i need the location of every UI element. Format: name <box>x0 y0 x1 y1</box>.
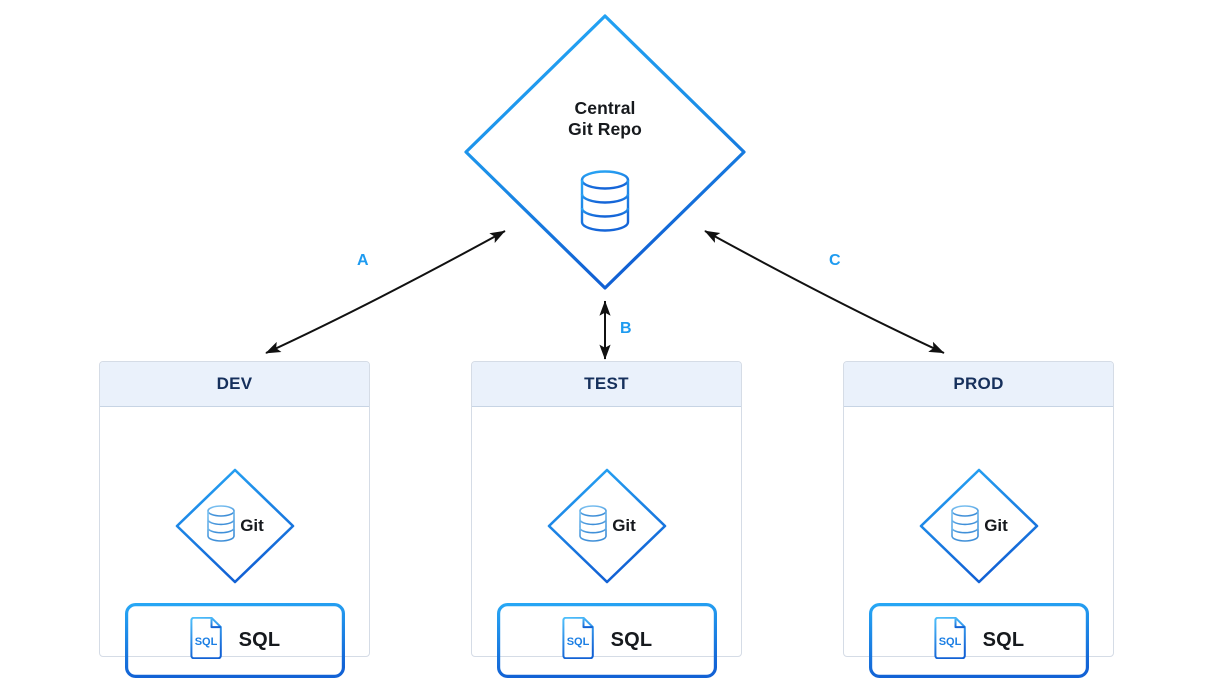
git-node-content-dev: Git <box>174 467 296 585</box>
database-cylinder-icon <box>577 504 609 549</box>
sql-label-prod: SQL <box>982 629 1025 651</box>
central-node-label-line1: Central <box>574 98 636 118</box>
environment-header-prod: PROD <box>844 362 1113 407</box>
environment-panel-dev[interactable]: DEV <box>99 361 370 679</box>
git-node-prod[interactable]: Git <box>918 467 1040 585</box>
database-cylinder-icon <box>577 168 633 239</box>
git-node-content-prod: Git <box>918 467 1040 585</box>
svg-text:SQL: SQL <box>566 636 589 648</box>
git-diamond-shape <box>547 468 666 584</box>
database-cylinder-icon <box>205 504 237 549</box>
environment-panel-test[interactable]: TEST <box>471 361 742 679</box>
sql-label-dev: SQL <box>238 629 281 651</box>
environment-body-prod: Git <box>844 407 1113 679</box>
git-node-test[interactable]: Git <box>546 467 668 585</box>
central-git-repo-node[interactable]: Central Git Repo <box>462 12 748 292</box>
sql-node-content-test: SQL SQL <box>497 603 717 678</box>
environment-title-test: TEST <box>584 374 629 393</box>
central-diamond-shape <box>464 14 746 290</box>
sql-file-icon: SQL <box>561 616 595 664</box>
sql-file-icon: SQL <box>189 616 223 664</box>
git-label-dev: Git <box>240 516 264 535</box>
connector-label-c: C <box>829 252 841 269</box>
environment-header-dev: DEV <box>100 362 369 407</box>
sql-node-dev[interactable]: SQL SQL <box>124 603 345 679</box>
environment-body-dev: Git <box>100 407 369 679</box>
sql-node-prod[interactable]: SQL SQL <box>868 603 1089 679</box>
sql-node-content-dev: SQL SQL <box>125 603 345 678</box>
environment-header-test: TEST <box>472 362 741 407</box>
sql-file-icon: SQL <box>933 616 967 664</box>
git-diamond-shape <box>175 468 294 584</box>
git-node-content-test: Git <box>546 467 668 585</box>
connector-label-a: A <box>357 252 369 269</box>
git-label-prod: Git <box>984 516 1008 535</box>
central-node-label-line2: Git Repo <box>568 119 642 139</box>
git-node-dev[interactable]: Git <box>174 467 296 585</box>
sql-label-test: SQL <box>610 629 653 651</box>
sql-node-content-prod: SQL SQL <box>869 603 1089 678</box>
database-cylinder-icon <box>949 504 981 549</box>
connector-label-b: B <box>620 320 632 337</box>
environment-title-dev: DEV <box>216 374 253 393</box>
git-label-test: Git <box>612 516 636 535</box>
environment-title-prod: PROD <box>953 374 1004 393</box>
git-diamond-shape <box>919 468 1038 584</box>
environment-body-test: Git <box>472 407 741 679</box>
sql-node-test[interactable]: SQL SQL <box>496 603 717 679</box>
svg-text:SQL: SQL <box>194 636 217 648</box>
environment-panel-prod[interactable]: PROD <box>843 361 1114 679</box>
central-node-label: Central Git Repo <box>462 98 748 140</box>
svg-text:SQL: SQL <box>938 636 961 648</box>
